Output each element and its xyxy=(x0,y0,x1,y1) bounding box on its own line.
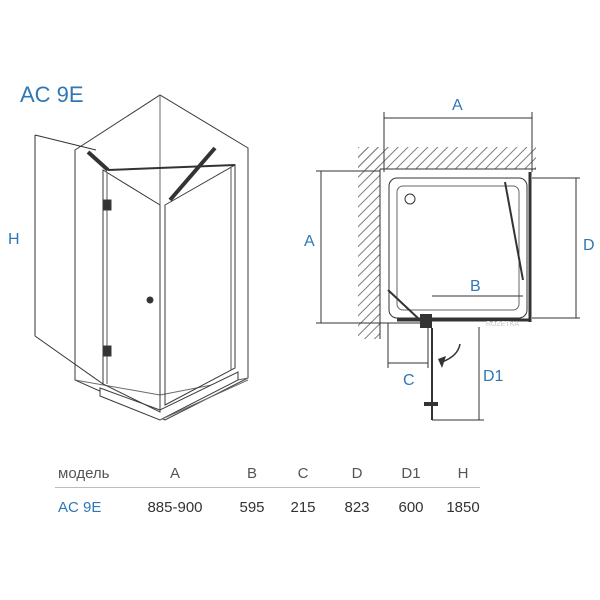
tray-outer xyxy=(388,177,528,319)
tray-inner xyxy=(396,185,520,311)
floor-edge xyxy=(159,379,249,421)
side-glass-panel xyxy=(164,164,236,406)
h-label: H xyxy=(8,231,20,248)
watermark-logo: ROZETKA xyxy=(486,321,519,328)
door-arc xyxy=(387,289,421,321)
wall-top-hatch xyxy=(358,147,536,169)
model-title: AC 9E xyxy=(20,82,84,107)
b-label: B xyxy=(470,278,481,295)
stabilizer-bar-right xyxy=(168,146,217,202)
h-dim-tick-bottom xyxy=(34,335,104,385)
door-open-handle xyxy=(424,402,438,406)
h-dim-tick-top xyxy=(34,134,97,151)
a-left-label: A xyxy=(304,233,315,250)
d1-label: D1 xyxy=(483,368,504,385)
plan-view xyxy=(316,112,580,421)
shower-tray xyxy=(99,371,239,421)
plan-hinge xyxy=(420,314,432,328)
a-top-label: A xyxy=(452,97,463,114)
swing-arrow-icon xyxy=(441,343,461,363)
swing-arrowhead-icon xyxy=(438,356,446,368)
stabilizer-bar-left xyxy=(86,150,110,172)
drain-icon xyxy=(404,193,416,205)
perspective-view xyxy=(34,94,249,421)
c-label: C xyxy=(403,372,415,389)
door-panel xyxy=(102,169,161,413)
d-label: D xyxy=(583,237,595,254)
wall-base-left xyxy=(74,379,161,396)
wall-left-hatch xyxy=(358,147,380,339)
top-rail xyxy=(107,164,236,171)
back-wall-outline xyxy=(74,94,249,421)
hinge-bottom xyxy=(102,345,112,357)
door-handle xyxy=(146,296,154,304)
hinge-top xyxy=(102,199,112,211)
door-open-swing xyxy=(504,181,524,281)
